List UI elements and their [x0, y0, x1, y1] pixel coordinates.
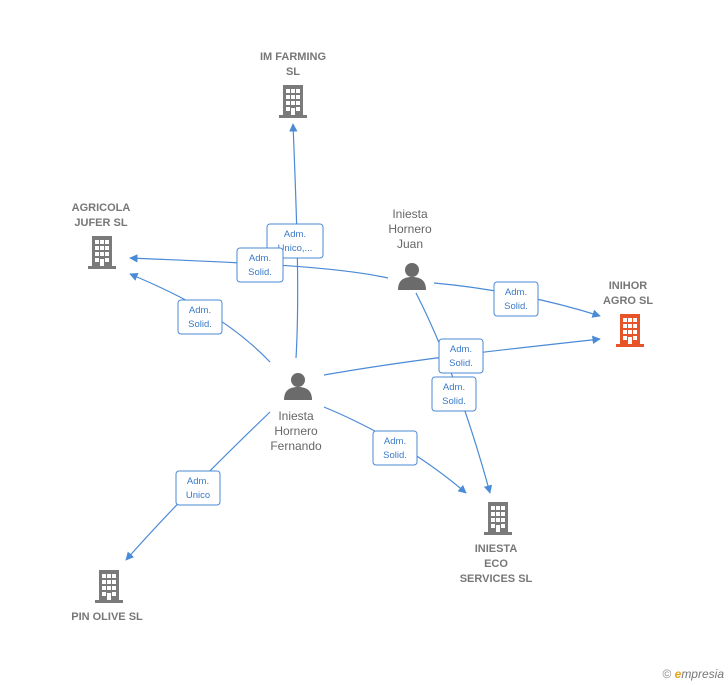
svg-text:Adm.: Adm.	[384, 436, 406, 447]
relation-label-fernando-agricola[interactable]: Adm. Solid.	[177, 299, 223, 335]
svg-text:SERVICES SL: SERVICES SL	[460, 573, 533, 585]
svg-text:INIESTA: INIESTA	[475, 543, 518, 555]
relation-label-juan-inihor[interactable]: Adm. Solid.	[493, 281, 539, 317]
svg-text:Unico: Unico	[186, 490, 210, 501]
svg-text:Solid.: Solid.	[188, 319, 212, 330]
relation-labels: Adm. Unico,... Adm. Solid. Adm. Solid. A…	[175, 223, 539, 506]
building-icon	[279, 85, 307, 118]
svg-text:AGRO SL: AGRO SL	[603, 295, 653, 307]
svg-text:Fernando: Fernando	[270, 439, 322, 453]
node-pin-olive[interactable]: PIN OLIVE SL	[71, 570, 143, 623]
svg-text:ECO: ECO	[484, 558, 508, 570]
person-icon	[284, 373, 312, 400]
svg-text:Adm.: Adm.	[189, 305, 211, 316]
svg-text:Adm.: Adm.	[450, 344, 472, 355]
node-iniesta-eco-services[interactable]: INIESTA ECO SERVICES SL	[460, 502, 533, 585]
svg-text:Adm.: Adm.	[443, 382, 465, 393]
relation-label-fernando-pin[interactable]: Adm. Unico	[175, 470, 221, 506]
node-im-farming[interactable]: IM FARMING SL	[260, 51, 326, 118]
copyright-symbol: ©	[662, 667, 672, 681]
svg-text:JUFER SL: JUFER SL	[74, 217, 127, 229]
node-iniesta-hornero-fernando[interactable]: Iniesta Hornero Fernando	[270, 373, 322, 453]
footer-brand: © empresia	[662, 667, 724, 681]
person-icon	[398, 263, 426, 290]
svg-text:Adm.: Adm.	[505, 287, 527, 298]
svg-text:Hornero: Hornero	[274, 424, 318, 438]
svg-text:Adm.: Adm.	[187, 476, 209, 487]
svg-text:Solid.: Solid.	[442, 396, 466, 407]
building-icon-highlight	[616, 314, 644, 347]
node-inihor-agro[interactable]: INIHOR AGRO SL	[603, 280, 653, 347]
relation-label-juan-agricola[interactable]: Adm. Solid.	[236, 247, 284, 283]
relation-label-fernando-eco[interactable]: Adm. Solid.	[372, 430, 418, 466]
svg-text:Iniesta: Iniesta	[392, 207, 428, 221]
relation-label-fernando-inihor[interactable]: Adm. Solid.	[438, 338, 484, 374]
node-agricola-jufer[interactable]: AGRICOLA JUFER SL	[72, 202, 131, 269]
svg-text:IM FARMING: IM FARMING	[260, 51, 326, 63]
relation-label-juan-eco[interactable]: Adm. Solid.	[431, 376, 477, 412]
svg-text:Adm.: Adm.	[249, 253, 271, 264]
node-iniesta-hornero-juan[interactable]: Iniesta Hornero Juan	[388, 207, 432, 290]
building-icon	[88, 236, 116, 269]
svg-text:Unico,...: Unico,...	[278, 243, 313, 254]
brand-logo-text: mpresia	[681, 667, 724, 681]
svg-text:SL: SL	[286, 66, 300, 78]
svg-text:Hornero: Hornero	[388, 222, 432, 236]
svg-text:AGRICOLA: AGRICOLA	[72, 202, 131, 214]
brand-logo-e: e	[674, 667, 682, 681]
svg-text:Solid.: Solid.	[449, 358, 473, 369]
svg-text:Adm.: Adm.	[284, 229, 306, 240]
svg-text:Solid.: Solid.	[504, 301, 528, 312]
svg-text:Solid.: Solid.	[383, 450, 407, 461]
building-icon	[484, 502, 512, 535]
svg-text:INIHOR: INIHOR	[609, 280, 648, 292]
building-icon	[95, 570, 123, 603]
svg-text:Solid.: Solid.	[248, 267, 272, 278]
svg-text:Juan: Juan	[397, 237, 423, 251]
svg-text:PIN OLIVE SL: PIN OLIVE SL	[71, 611, 143, 623]
svg-text:Iniesta: Iniesta	[278, 409, 314, 423]
